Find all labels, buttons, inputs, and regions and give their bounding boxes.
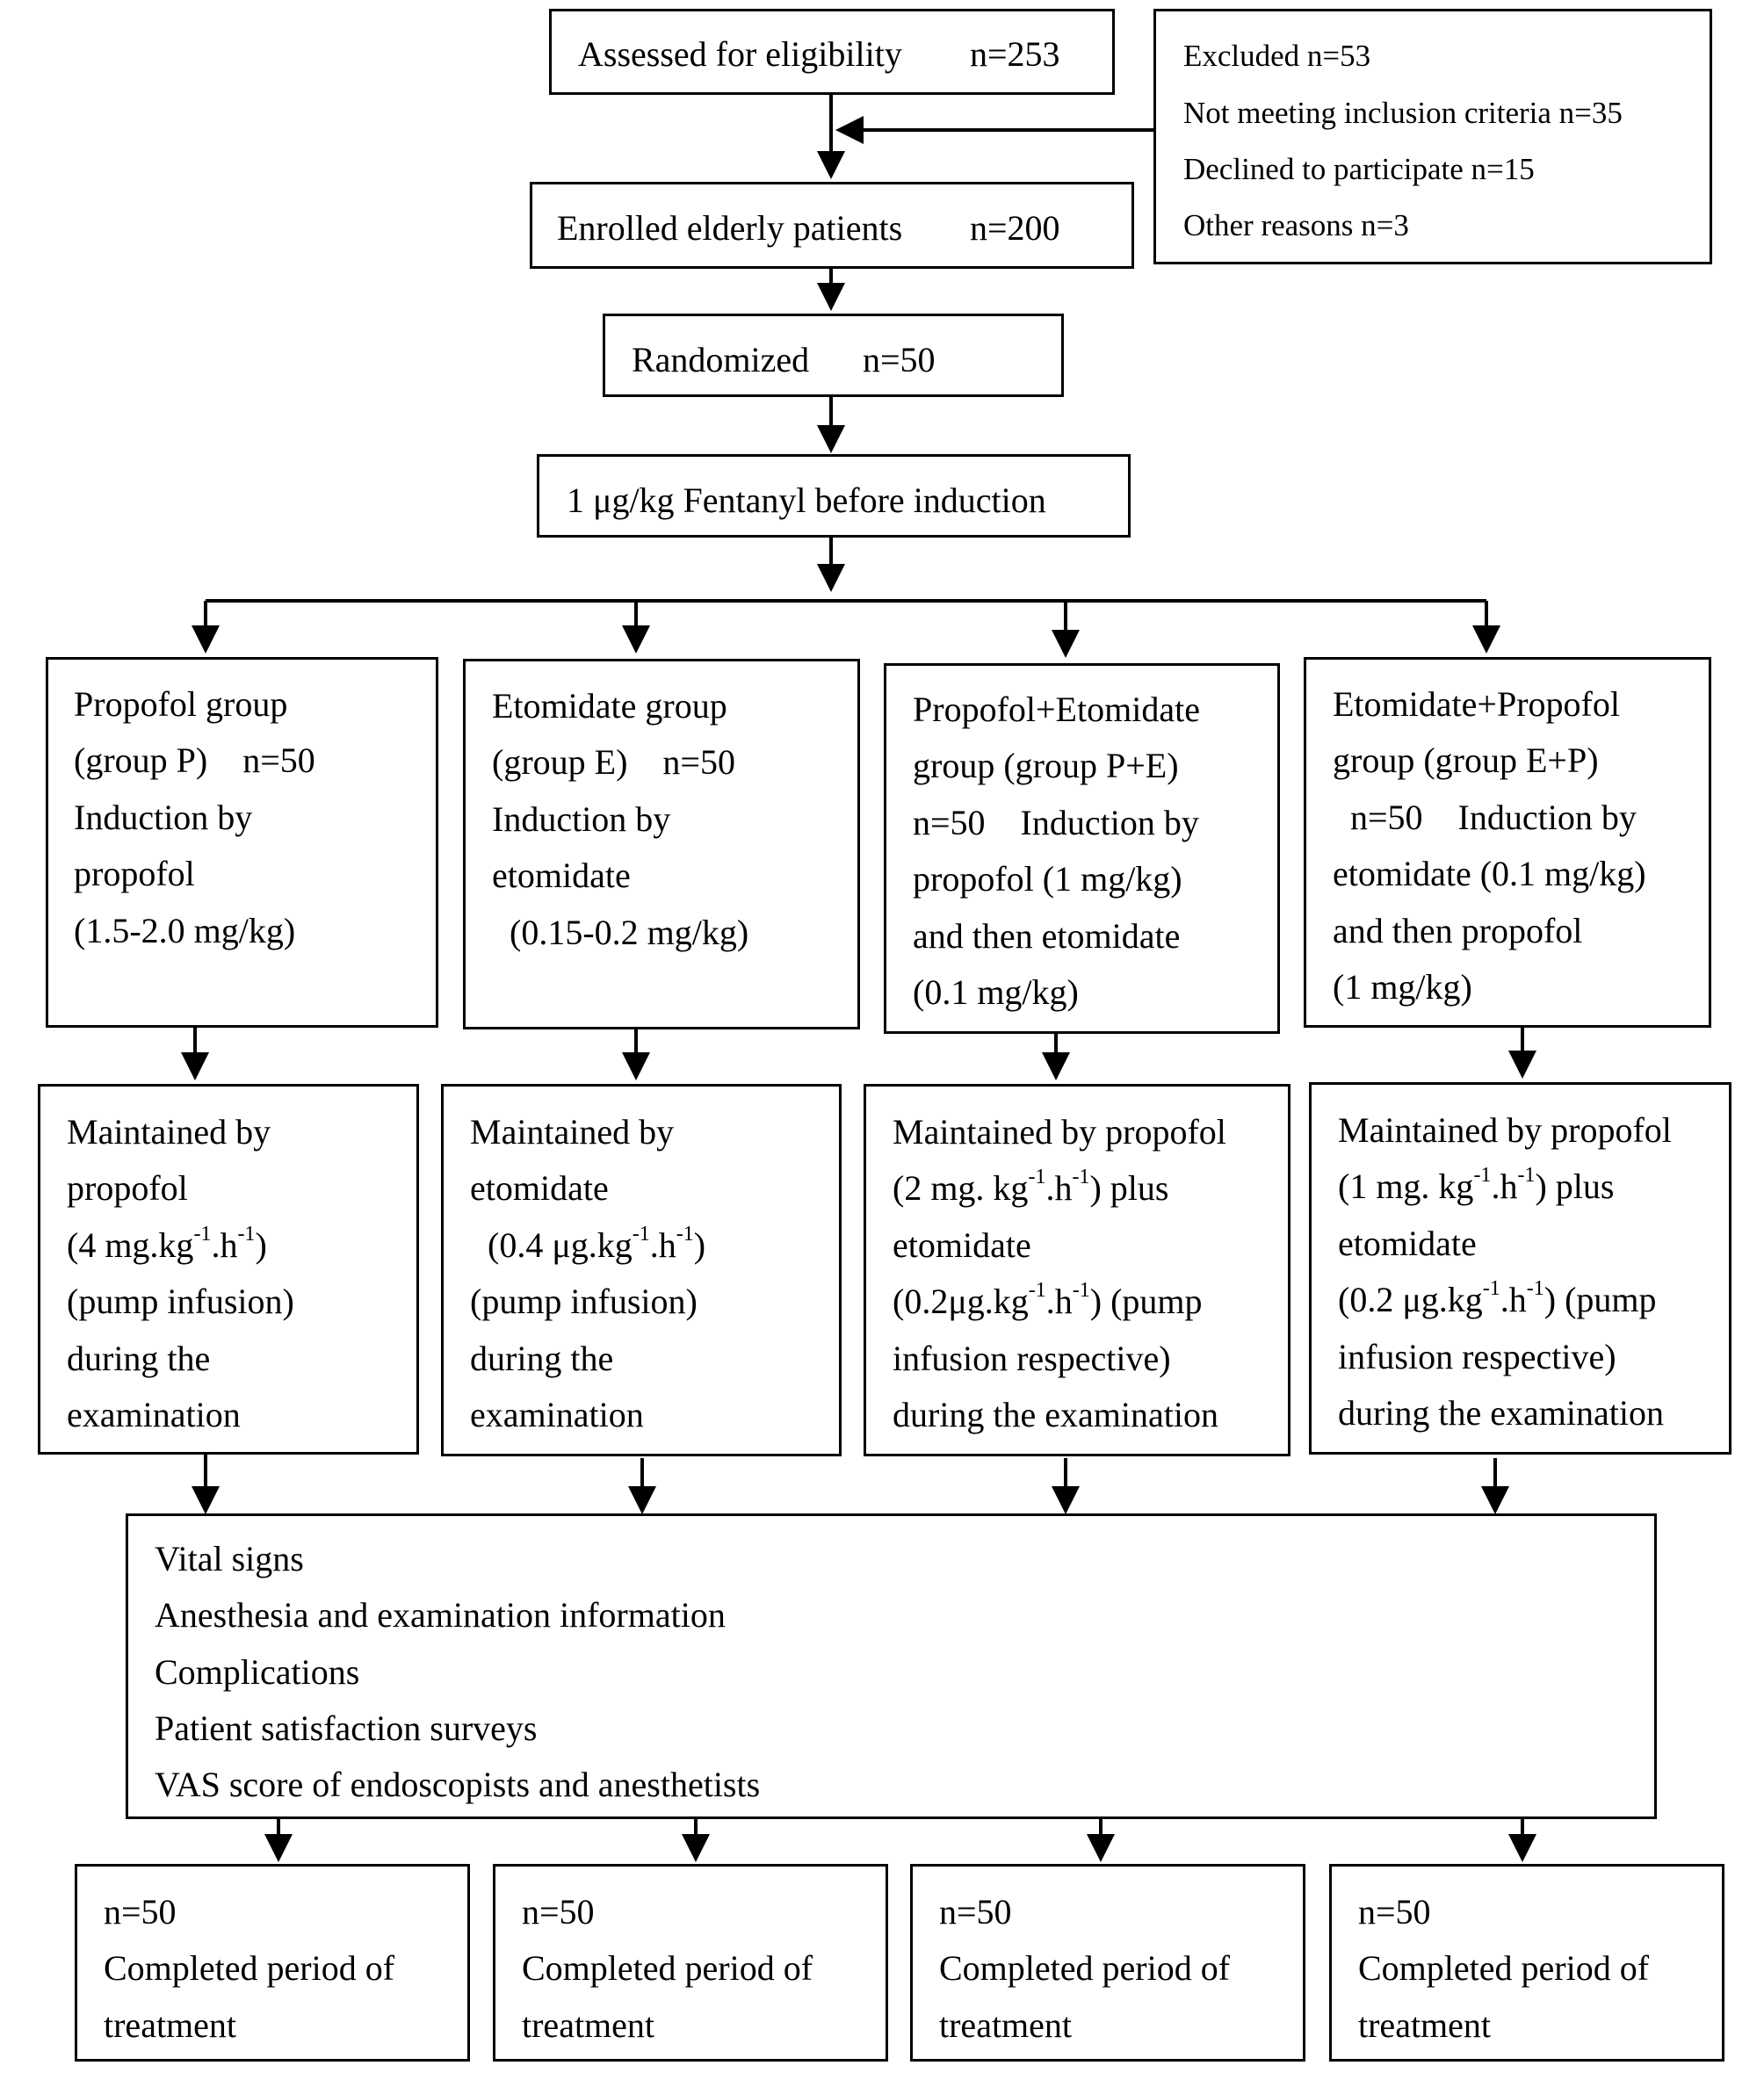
group-pe-line: Propofol+Etomidate bbox=[913, 690, 1200, 729]
maint-ep-line: during the examination bbox=[1338, 1393, 1665, 1433]
completed-line: Completed period of bbox=[104, 1948, 395, 1988]
group-pe-line: and then etomidate bbox=[913, 916, 1181, 956]
group-pe-line: n=50 Induction by bbox=[913, 803, 1199, 842]
maint-e-line: etomidate bbox=[470, 1168, 609, 1208]
fentanyl-box bbox=[537, 454, 1131, 538]
maint-e-line: examination bbox=[470, 1395, 644, 1434]
excluded-box bbox=[1153, 9, 1712, 264]
maint-p-line: during the bbox=[67, 1339, 211, 1378]
maint-ep-dose: (1 mg. kg-1.h-1) plus bbox=[1338, 1163, 1615, 1206]
maint-e-dose: (0.4 μg.kg-1.h-1) bbox=[470, 1222, 706, 1265]
maint-ep-line: Maintained by propofol bbox=[1338, 1110, 1672, 1150]
enrolled-n: n=200 bbox=[970, 208, 1060, 248]
maint-pe-line: Maintained by propofol bbox=[893, 1112, 1226, 1152]
enrolled-box bbox=[530, 182, 1134, 269]
maint-ep-line: etomidate bbox=[1338, 1224, 1477, 1263]
excluded-line: Excluded n=53 bbox=[1183, 39, 1371, 73]
assessed-n: n=253 bbox=[970, 34, 1060, 74]
group-p-line: (group P) n=50 bbox=[74, 740, 315, 780]
completed-line: treatment bbox=[104, 2005, 237, 2045]
group-ep-line: n=50 Induction by bbox=[1333, 798, 1637, 837]
group-ep-line: and then propofol bbox=[1333, 911, 1583, 950]
group-ep-line: Etomidate+Propofol bbox=[1333, 684, 1620, 724]
maint-pe-line: infusion respective) bbox=[893, 1339, 1171, 1378]
maint-pe-line: during the examination bbox=[893, 1395, 1219, 1434]
maint-p-dose: (4 mg.kg-1.h-1) bbox=[67, 1222, 267, 1265]
fentanyl-label: 1 μg/kg Fentanyl before induction bbox=[567, 480, 1046, 520]
group-p-line: propofol bbox=[74, 854, 195, 893]
maint-ep-dose-2: (0.2 μg.kg-1.h-1) (pump bbox=[1338, 1276, 1657, 1319]
maint-e-line: during the bbox=[470, 1339, 614, 1378]
outcome-item: Vital signs bbox=[155, 1539, 304, 1578]
maint-p-line: examination bbox=[67, 1395, 241, 1434]
group-ep-line: (1 mg/kg) bbox=[1333, 967, 1472, 1007]
maint-e-line: Maintained by bbox=[470, 1112, 675, 1152]
maint-p-line: Maintained by bbox=[67, 1112, 271, 1152]
completed-box-2 bbox=[493, 1864, 888, 2062]
enrolled-label: Enrolled elderly patients bbox=[557, 208, 903, 248]
group-pe-line: group (group P+E) bbox=[913, 746, 1179, 785]
completed-n: n=50 bbox=[1358, 1892, 1431, 1932]
group-e-line: (0.15-0.2 mg/kg) bbox=[492, 913, 749, 952]
assessed-box bbox=[549, 9, 1115, 95]
completed-line: treatment bbox=[939, 2005, 1073, 2045]
completed-n: n=50 bbox=[104, 1892, 177, 1932]
maint-ep-box bbox=[1309, 1082, 1731, 1455]
maint-p-box bbox=[38, 1084, 419, 1455]
maint-pe-dose-2: (0.2μg.kg-1.h-1) (pump bbox=[893, 1278, 1203, 1321]
maint-p-line: (pump infusion) bbox=[67, 1282, 294, 1321]
completed-line: treatment bbox=[1358, 2005, 1492, 2045]
completed-n: n=50 bbox=[939, 1892, 1012, 1932]
group-ep-line: etomidate (0.1 mg/kg) bbox=[1333, 854, 1646, 893]
maint-p-line: propofol bbox=[67, 1168, 188, 1208]
group-e-line: Etomidate group bbox=[492, 686, 727, 726]
group-pe-box bbox=[884, 663, 1280, 1034]
group-pe-line: (0.1 mg/kg) bbox=[913, 972, 1079, 1012]
completed-box-1 bbox=[75, 1864, 470, 2062]
randomized-n: n=50 bbox=[863, 340, 936, 379]
group-p-line: (1.5-2.0 mg/kg) bbox=[74, 911, 296, 950]
maint-pe-dose: (2 mg. kg-1.h-1) plus bbox=[893, 1165, 1169, 1208]
group-e-box bbox=[463, 659, 860, 1029]
outcome-item: Patient satisfaction surveys bbox=[155, 1708, 538, 1748]
maint-pe-box bbox=[864, 1084, 1290, 1456]
group-p-line: Propofol group bbox=[74, 684, 288, 724]
completed-line: Completed period of bbox=[1358, 1948, 1650, 1988]
completed-line: Completed period of bbox=[939, 1948, 1231, 1988]
outcome-item: Complications bbox=[155, 1652, 360, 1692]
group-pe-line: propofol (1 mg/kg) bbox=[913, 859, 1182, 899]
randomized-label: Randomized bbox=[632, 340, 810, 379]
excluded-line: Declined to participate n=15 bbox=[1183, 152, 1535, 186]
maint-e-box bbox=[441, 1084, 842, 1456]
completed-line: treatment bbox=[522, 2005, 655, 2045]
group-e-line: Induction by bbox=[492, 799, 671, 839]
group-e-line: (group E) n=50 bbox=[492, 742, 735, 782]
randomized-box bbox=[603, 314, 1064, 397]
excluded-line: Not meeting inclusion criteria n=35 bbox=[1183, 96, 1623, 130]
completed-box-4 bbox=[1329, 1864, 1724, 2062]
maint-e-line: (pump infusion) bbox=[470, 1282, 698, 1321]
outcome-item: VAS score of endoscopists and anesthetis… bbox=[155, 1765, 761, 1804]
maint-pe-line: etomidate bbox=[893, 1225, 1031, 1265]
completed-n: n=50 bbox=[522, 1892, 595, 1932]
assessed-label: Assessed for eligibility bbox=[578, 34, 902, 74]
group-p-line: Induction by bbox=[74, 798, 253, 837]
group-ep-box bbox=[1304, 657, 1711, 1028]
outcome-item: Anesthesia and examination information bbox=[155, 1595, 726, 1635]
group-e-line: etomidate bbox=[492, 856, 631, 895]
completed-box-3 bbox=[910, 1864, 1305, 2062]
group-ep-line: group (group E+P) bbox=[1333, 740, 1599, 780]
maint-ep-line: infusion respective) bbox=[1338, 1337, 1616, 1376]
group-p-box bbox=[46, 657, 438, 1028]
excluded-line: Other reasons n=3 bbox=[1183, 208, 1409, 242]
completed-line: Completed period of bbox=[522, 1948, 813, 1988]
outcomes-box bbox=[126, 1513, 1657, 1819]
